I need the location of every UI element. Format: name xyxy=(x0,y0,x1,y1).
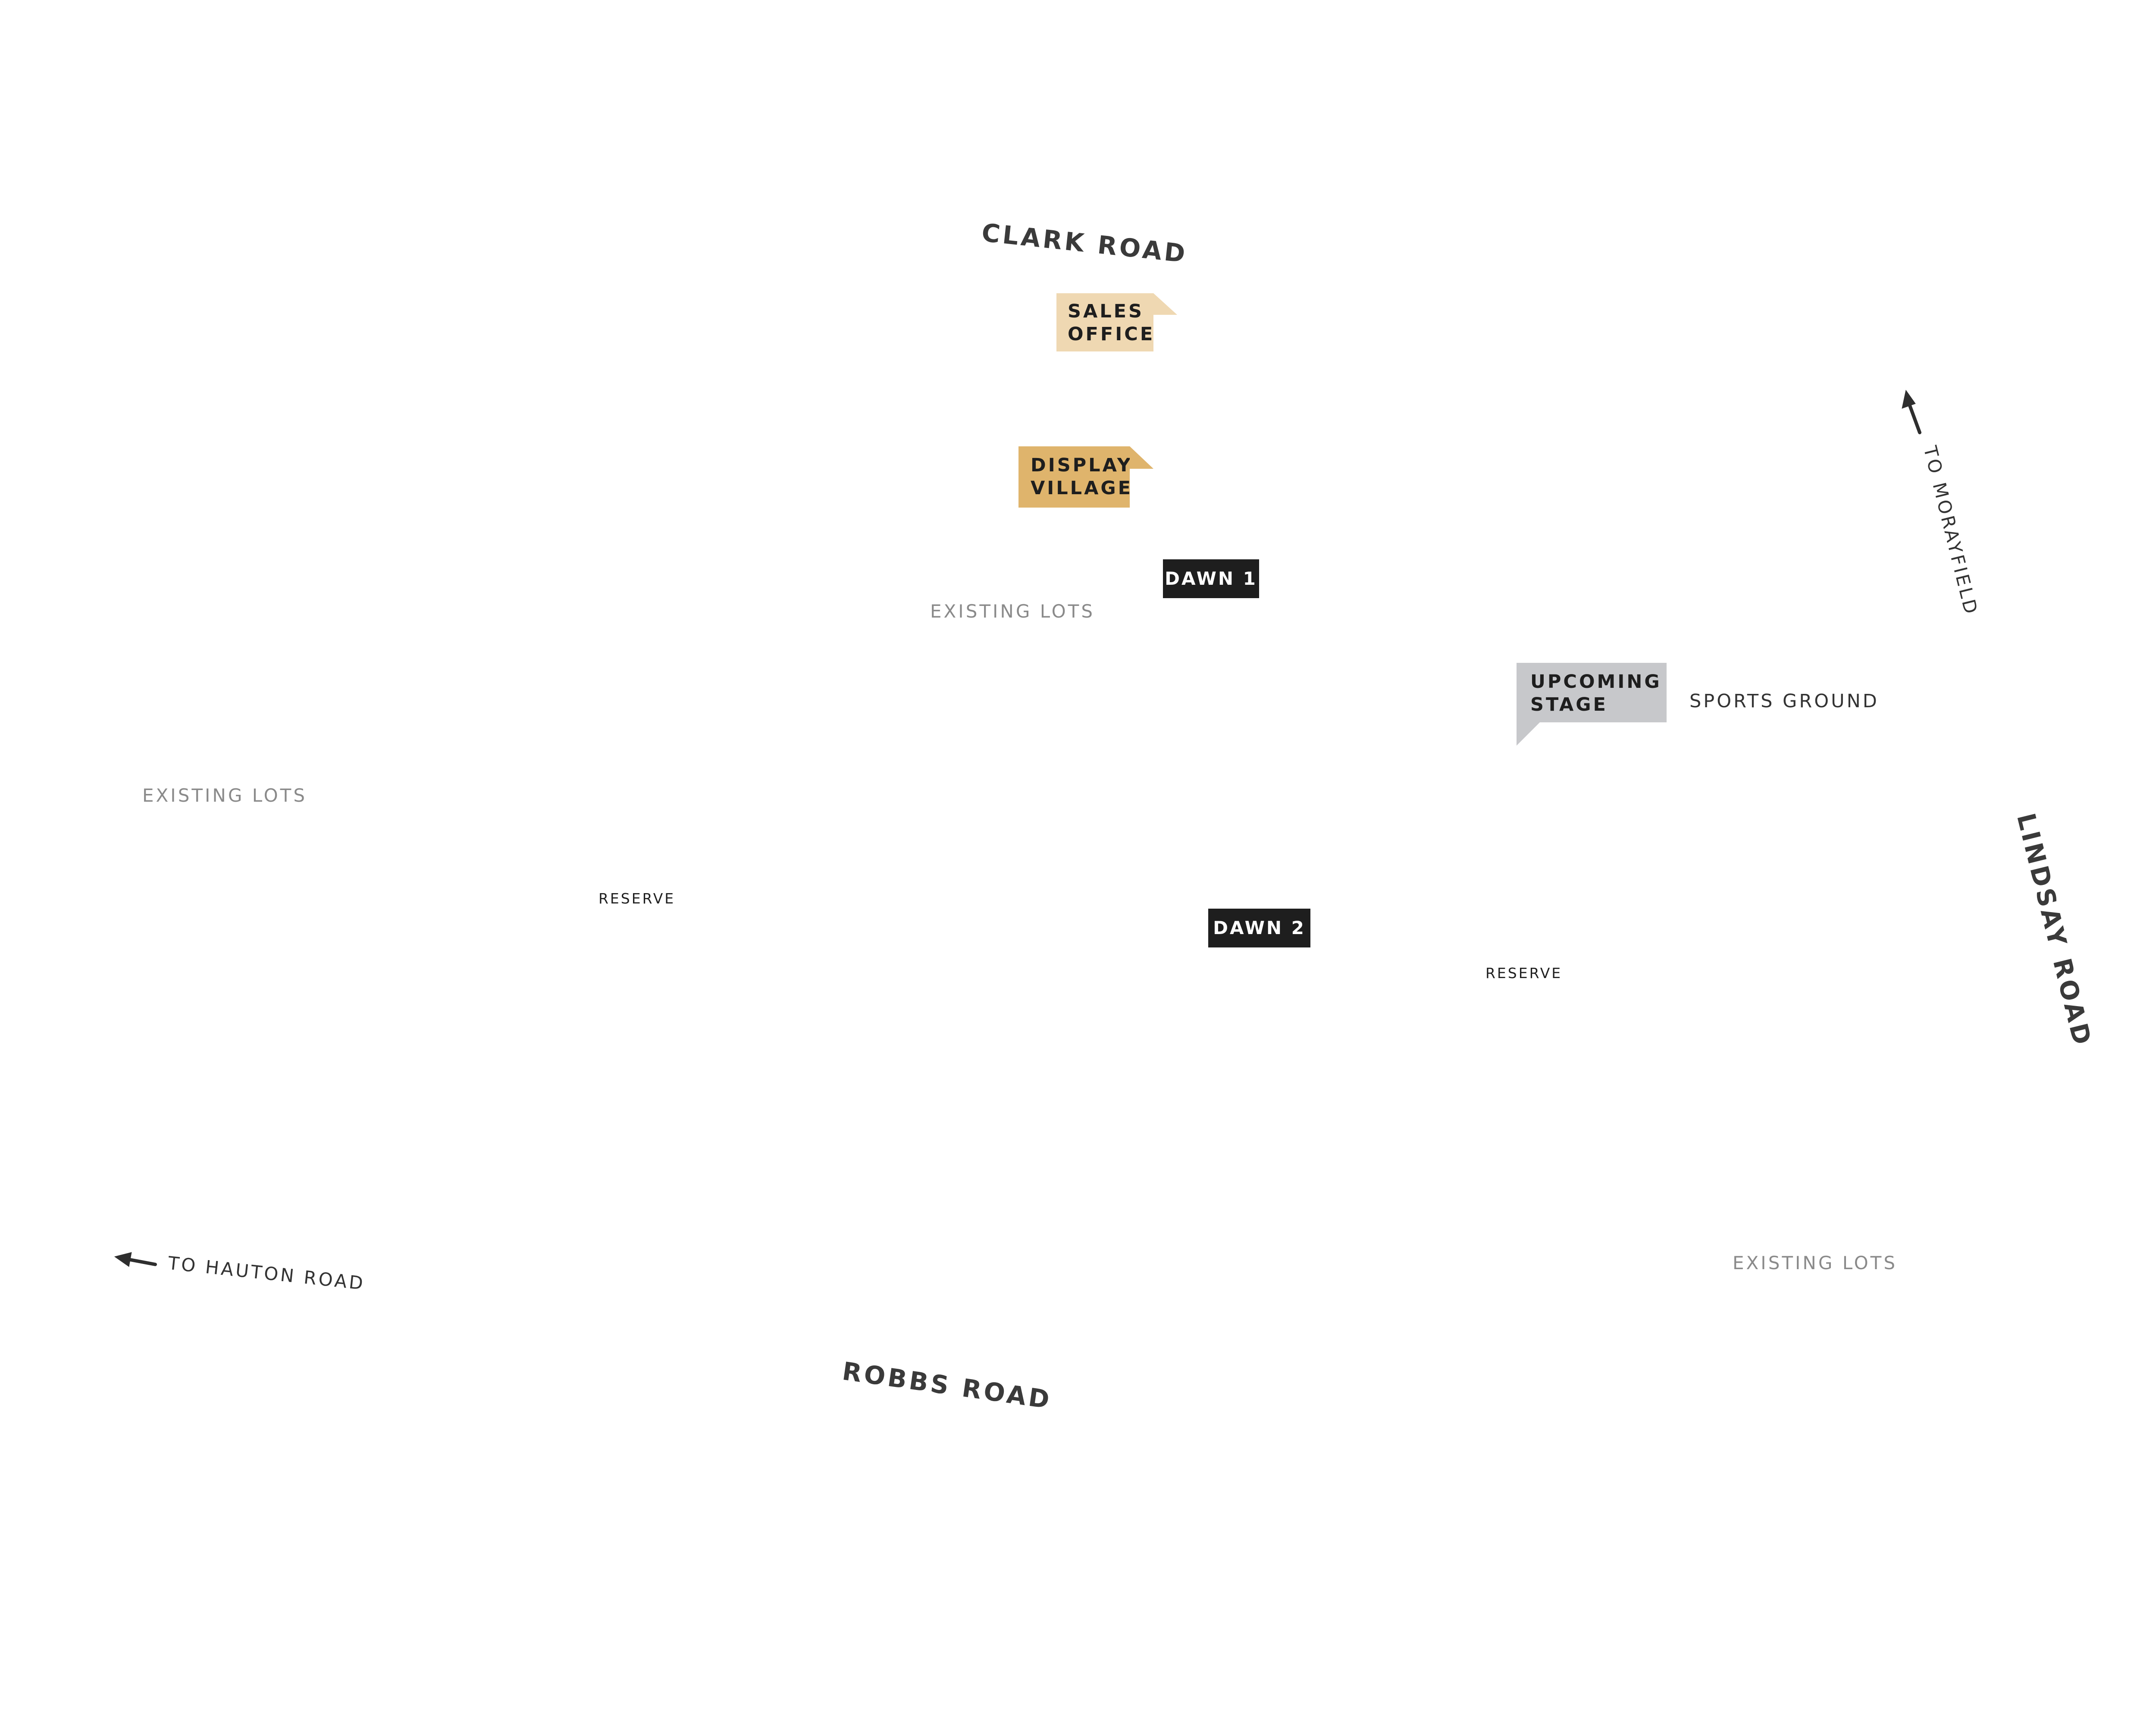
upcoming-stage-flag xyxy=(1517,722,1540,746)
existing-lots-left-label: EXISTING LOTS xyxy=(142,785,307,806)
dawn-1-tag[interactable]: DAWN 1 xyxy=(1163,559,1259,598)
sales-office-tag[interactable]: SALES OFFICE xyxy=(1056,293,1177,351)
display-village-line2: VILLAGE xyxy=(1031,477,1133,499)
dawn-2-tag[interactable]: DAWN 2 xyxy=(1208,909,1310,947)
upcoming-stage-tag[interactable]: UPCOMING STAGE xyxy=(1517,663,1667,746)
existing-lots-bottom-right-label: EXISTING LOTS xyxy=(1733,1252,1897,1273)
robbs-road-label: ROBBS ROAD xyxy=(840,1356,1054,1415)
existing-lots-top-label: EXISTING LOTS xyxy=(930,601,1095,622)
arrow-icon xyxy=(114,1252,157,1267)
to-morayfield-label: TO MORAYFIELD xyxy=(1919,444,1982,618)
reserve-right-label: RESERVE xyxy=(1485,965,1563,982)
arrow-icon xyxy=(1902,389,1921,434)
clark-road-label: CLARK ROAD xyxy=(980,218,1189,269)
sales-office-line1: SALES xyxy=(1068,301,1144,322)
sports-ground-label: SPORTS GROUND xyxy=(1689,690,1879,712)
upcoming-stage-line2: STAGE xyxy=(1530,694,1608,715)
sales-office-flag xyxy=(1153,293,1177,315)
reserve-left-label: RESERVE xyxy=(599,890,676,907)
display-village-line1: DISPLAY xyxy=(1031,455,1133,476)
display-village-flag xyxy=(1130,446,1153,469)
to-hauton-road-label: TO HAUTON ROAD xyxy=(167,1252,367,1294)
lindsay-road-label: LINDSAY ROAD xyxy=(2011,810,2098,1050)
sales-office-line2: OFFICE xyxy=(1068,323,1155,345)
upcoming-stage-line1: UPCOMING xyxy=(1530,671,1662,693)
display-village-tag[interactable]: DISPLAY VILLAGE xyxy=(1018,446,1153,508)
